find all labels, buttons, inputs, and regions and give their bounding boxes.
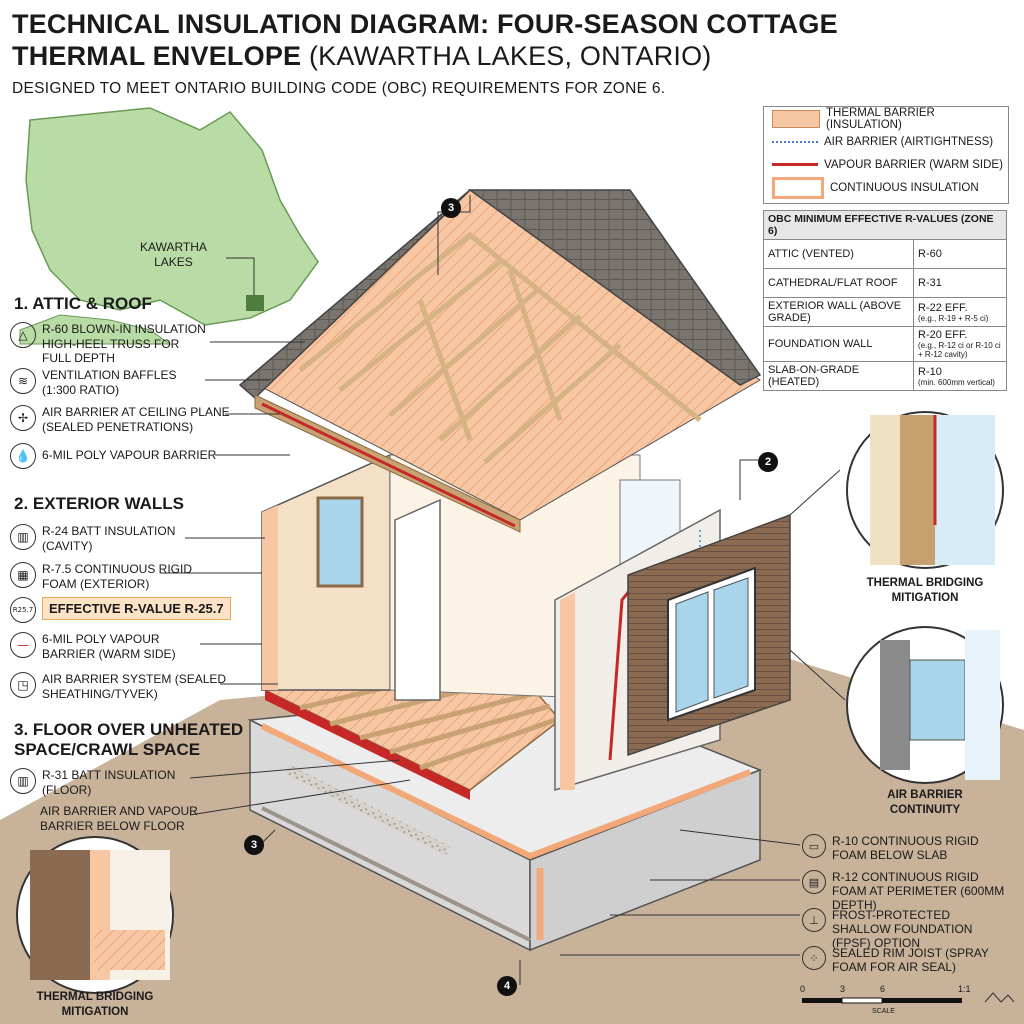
table-row: EXTERIOR WALL (ABOVE GRADE) R-22 EFF.(e.…: [763, 297, 1007, 327]
callout-4: 4: [497, 976, 517, 996]
attic-item-vapour: 💧 6-MIL POLY VAPOUR BARRIER: [10, 443, 230, 469]
table-row: FOUNDATION WALL R-20 EFF.(e.g., R-12 ci …: [763, 326, 1007, 362]
floor-item-barriers: AIR BARRIER AND VAPOUR BARRIER BELOW FLO…: [40, 804, 198, 833]
scale-ratio: 1:1: [958, 984, 971, 994]
attic-item-insulation: △ R-60 BLOWN-IN INSULATION HIGH-HEEL TRU…: [10, 322, 210, 366]
baffle-icon: ≋: [10, 368, 36, 394]
air-barrier-icon: ✢: [10, 405, 36, 431]
wall-item-batt: ▥ R-24 BATT INSULATION (CAVITY): [10, 524, 200, 553]
page-title: TECHNICAL INSULATION DIAGRAM: FOUR-SEASO…: [12, 9, 838, 71]
caption-air-barrier-continuity: AIR BARRIER CONTINUITY: [887, 789, 963, 816]
page-subtitle: DESIGNED TO MEET ONTARIO BUILDING CODE (…: [12, 80, 666, 97]
kawartha-lakes-marker: [246, 295, 264, 311]
foam-board-icon: ▦: [10, 562, 36, 588]
scale-tick-3: 3: [840, 984, 846, 994]
r-value-icon: R25.7: [10, 597, 36, 623]
table-row: SLAB-ON-GRADE (HEATED) R-10(min. 600mm v…: [763, 361, 1007, 391]
callout-2: 2: [758, 452, 778, 472]
wrap-icon: ◳: [10, 672, 36, 698]
caption-thermal-bridging-right: THERMAL BRIDGING MITIGATION: [866, 577, 984, 604]
siding-panel: [627, 513, 791, 757]
legend-item-vapour: VAPOUR BARRIER (WARM SIDE): [764, 153, 1008, 176]
floor-item-batt: ▥ R-31 BATT INSULATION (FLOOR): [10, 768, 210, 797]
label-slab-foam: ▭ R-10 CONTINUOUS RIGID FOAM BELOW SLAB: [802, 834, 1012, 862]
scale-tick-6: 6: [880, 984, 886, 994]
label-fpsf: ⊥ FROST-PROTECTED SHALLOW FOUNDATION (FP…: [802, 908, 1012, 950]
ci-swatch: [772, 176, 824, 199]
batt-icon: ▥: [10, 524, 36, 550]
roof: [238, 189, 762, 533]
droplet-icon: 💧: [10, 443, 36, 469]
wall-item-rigid-foam: ▦ R-7.5 CONTINUOUS RIGID FOAM (EXTERIOR): [10, 562, 200, 591]
effective-r-value-highlight: EFFECTIVE R-VALUE R-25.7: [42, 597, 231, 620]
callout-3-bottom: 3: [244, 835, 264, 855]
triangle-icon: △: [10, 322, 36, 348]
frost-icon: ⊥: [802, 908, 826, 932]
section-heading-attic: 1. ATTIC & ROOF: [14, 294, 152, 313]
table-row: ATTIC (VENTED)R-60: [763, 239, 1007, 269]
wall-item-air-system: ◳ AIR BARRIER SYSTEM (SEALED SHEATHING/T…: [10, 672, 240, 701]
label-perimeter-foam: ▤ R-12 CONTINUOUS RIGID FOAM AT PERIMETE…: [802, 870, 1012, 912]
r-table-header: OBC MINIMUM EFFECTIVE R-VALUES (ZONE 6): [763, 210, 1007, 240]
section-heading-floor: 3. FLOOR OVER UNHEATED SPACE/CRAWL SPACE: [14, 720, 244, 759]
attic-item-baffles: ≋ VENTILATION BAFFLES (1:300 RATIO): [10, 368, 210, 397]
spray-foam-icon: ⁘: [802, 946, 826, 970]
label-rim-joist: ⁘ SEALED RIM JOIST (SPRAY FOAM FOR AIR S…: [802, 946, 1012, 974]
legend-item-air: AIR BARRIER (AIRTIGHTNESS): [764, 130, 1008, 153]
legend: THERMAL BARRIER (INSULATION) AIR BARRIER…: [763, 106, 1009, 204]
attic-item-air-barrier: ✢ AIR BARRIER AT CEILING PLANE (SEALED P…: [10, 405, 230, 434]
detail-circle-air-barrier: [846, 626, 1004, 784]
section-heading-walls: 2. EXTERIOR WALLS: [14, 494, 185, 513]
detail-circle-thermal-bridging-left: [16, 836, 174, 994]
scale-bar: [802, 992, 1015, 1004]
air-swatch: [772, 140, 818, 143]
callout-3-top: 3: [441, 198, 461, 218]
insulation-swatch: [772, 109, 820, 128]
perimeter-foam-icon: ▤: [802, 870, 826, 894]
detail-circle-thermal-bridging-right: [846, 411, 1004, 569]
leader-lines: [160, 195, 846, 985]
batt-icon: ▥: [10, 768, 36, 794]
scale-tick-0: 0: [800, 984, 806, 994]
wall-item-effective-r: R25.7 EFFECTIVE R-VALUE R-25.7: [10, 597, 250, 623]
legend-item-insulation: THERMAL BARRIER (INSULATION): [764, 107, 1008, 131]
scale-label: SCALE: [872, 1008, 895, 1015]
wall-item-vapour: — 6-MIL POLY VAPOUR BARRIER (WARM SIDE): [10, 632, 210, 661]
vapour-swatch: [772, 163, 818, 166]
caption-thermal-bridging-left: THERMAL BRIDGING MITIGATION: [36, 991, 154, 1018]
r-value-table: OBC MINIMUM EFFECTIVE R-VALUES (ZONE 6) …: [763, 210, 1007, 391]
vapour-line-icon: —: [10, 632, 36, 658]
legend-item-ci: CONTINUOUS INSULATION: [764, 176, 1008, 199]
slab-foam-icon: ▭: [802, 834, 826, 858]
ontario-map: [8, 104, 320, 345]
